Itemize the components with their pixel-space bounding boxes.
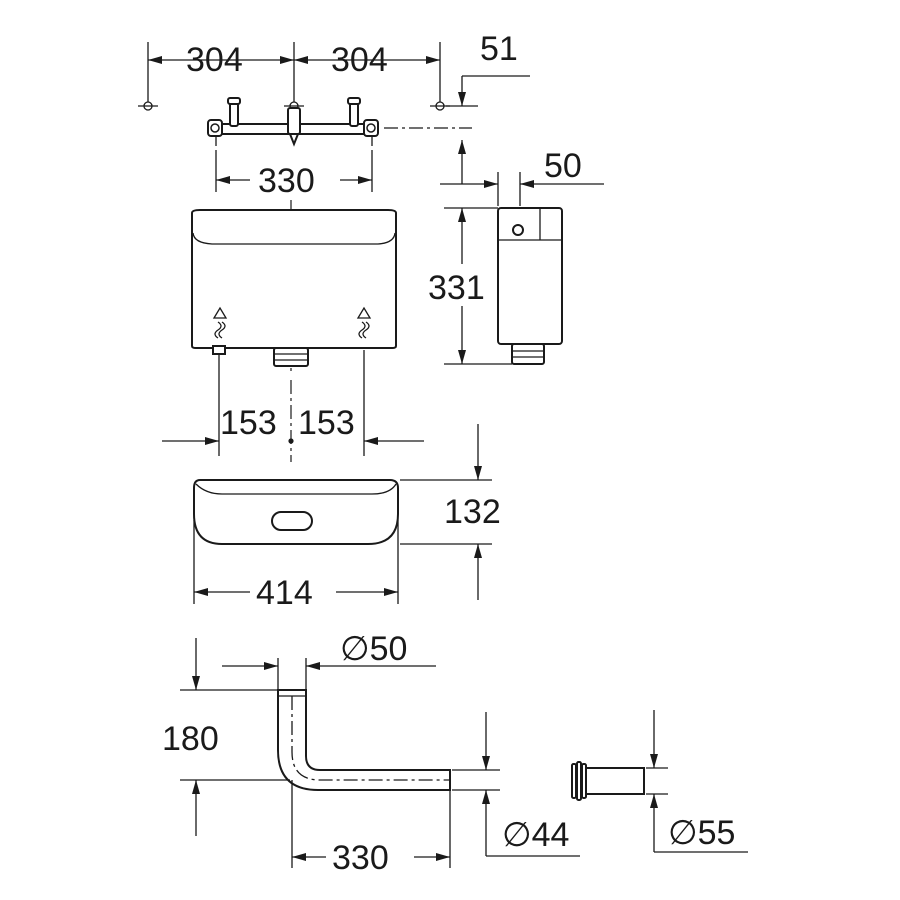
- wall-bracket: [207, 97, 379, 147]
- dim-inlet-left: 153: [220, 404, 277, 442]
- flush-bend-view: ∅50 180 330 ∅44: [162, 630, 580, 877]
- dim-bend-height: 180: [162, 720, 219, 758]
- dim-cistern-height: 331: [428, 269, 485, 307]
- water-inlet-icon: [356, 306, 372, 339]
- cistern-top-view: 132 414: [193, 424, 501, 612]
- dim-cover-height: 132: [444, 493, 501, 531]
- dim-bracket-offset-left: 304: [186, 41, 243, 79]
- dim-bend-length: 330: [332, 839, 389, 877]
- water-inlet-icon: [212, 306, 228, 339]
- dim-bend-diameter: ∅50: [340, 630, 407, 668]
- screw-point-right: [430, 101, 450, 111]
- dim-bend-outlet-diameter: ∅44: [502, 816, 569, 854]
- dim-cover-width: 414: [256, 574, 313, 612]
- connector-view: ∅55: [571, 710, 748, 853]
- screw-point-left: [138, 101, 158, 111]
- dim-inlet-right: 153: [298, 404, 355, 442]
- bracket-view: 304 304 51: [138, 30, 530, 200]
- dim-depth-offset: 50: [544, 147, 582, 185]
- cistern-front-view: [191, 200, 397, 372]
- cistern-side-view: 50 331: [428, 147, 604, 365]
- dim-bracket-side-offset: 51: [480, 30, 518, 68]
- inlet-spacing: 153 153: [162, 350, 424, 462]
- dim-bracket-width: 330: [258, 162, 315, 200]
- dim-bracket-offset-right: 304: [331, 41, 388, 79]
- dim-connector-diameter: ∅55: [668, 814, 735, 852]
- connector-seal: [571, 761, 587, 801]
